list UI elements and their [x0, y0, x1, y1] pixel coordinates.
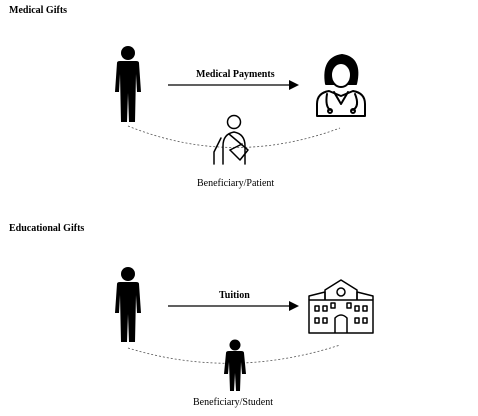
- doctor-icon: [316, 54, 366, 117]
- beneficiary-label-student: Beneficiary/Student: [193, 397, 273, 408]
- section-title-medical: Medical Gifts: [9, 5, 68, 16]
- school-building-icon: [308, 279, 374, 334]
- dashed-arc-educational: [127, 344, 341, 364]
- beneficiary-label-patient: Beneficiary/Patient: [197, 178, 275, 189]
- patient-arm-sling-icon: [213, 114, 249, 165]
- section-title-educational: Educational Gifts: [9, 223, 85, 234]
- arrow-label-tuition: Tuition: [219, 290, 250, 301]
- donor-person-icon: [115, 46, 141, 122]
- donor-person-icon: [115, 267, 141, 342]
- arrow-label-medical-payments: Medical Payments: [196, 69, 275, 80]
- student-person-icon: [224, 339, 246, 391]
- dashed-arc-medical: [127, 125, 341, 148]
